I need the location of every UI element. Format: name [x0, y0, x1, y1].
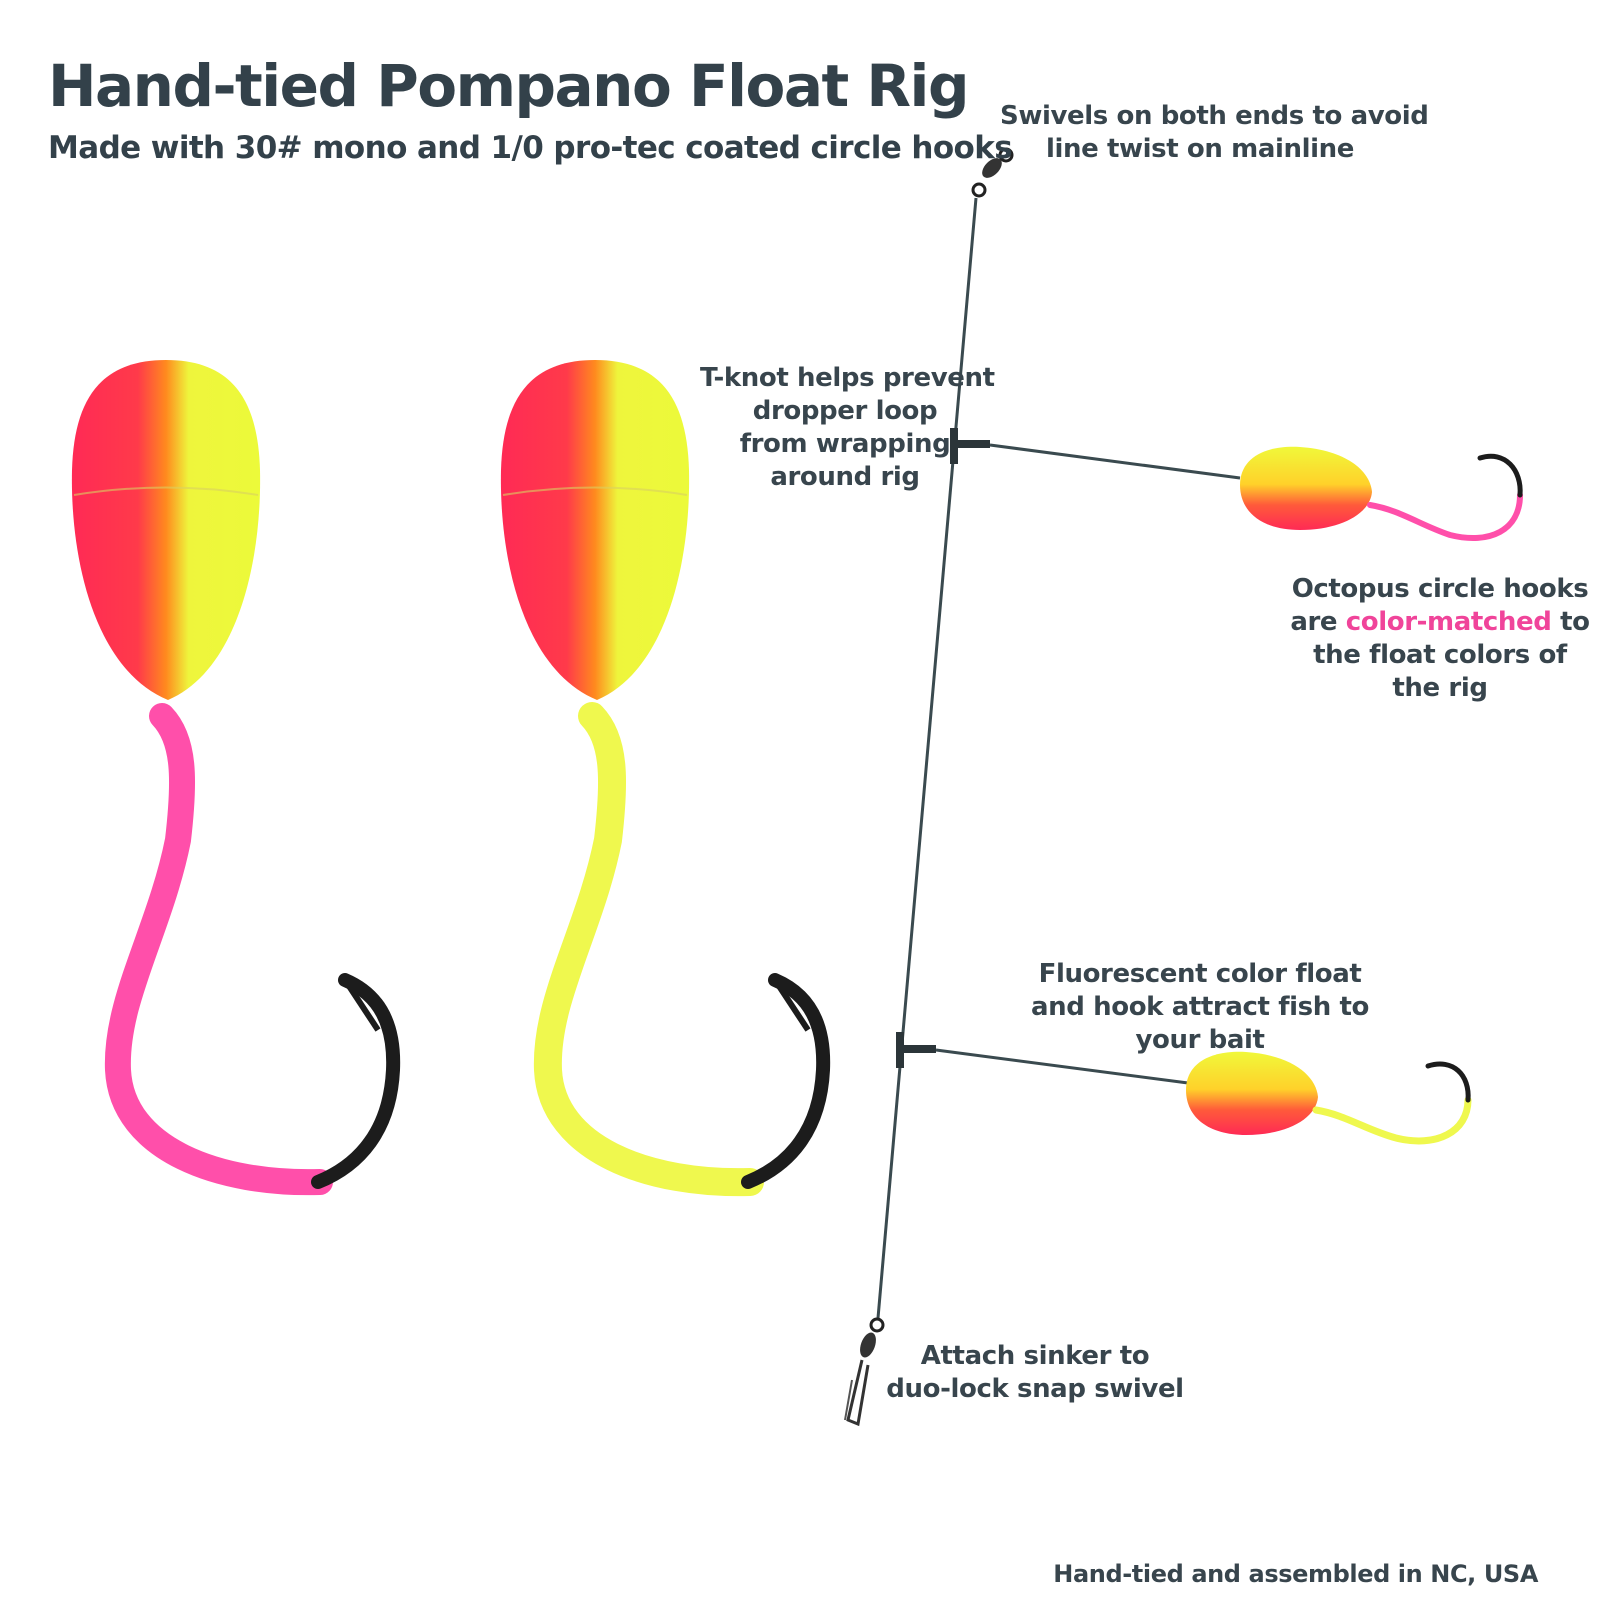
- callout-text: are: [1290, 607, 1346, 637]
- callout-line: T-knot helps prevent: [700, 363, 995, 393]
- t-knot-icon: [896, 1032, 936, 1068]
- hook-metal-yellow: [1425, 1061, 1471, 1103]
- callout-line: Attach sinker to: [920, 1341, 1150, 1371]
- callout-line: from wrapping: [739, 429, 951, 459]
- callout-text: to: [1551, 607, 1590, 637]
- fluorescent-callout: Fluorescent color float and hook attract…: [1030, 958, 1370, 1057]
- callout-line: Swivels on both ends to avoid: [1000, 101, 1429, 131]
- hook-metal-pink: [311, 973, 401, 1189]
- callout-line: dropper loop: [752, 396, 938, 426]
- mainline-segment: [876, 197, 978, 1319]
- hook-coating-pink: [1367, 492, 1523, 542]
- small-float-pink-rig: [1240, 446, 1523, 542]
- callout-line: are color-matched to: [1290, 606, 1590, 639]
- footer-note: Hand-tied and assembled in NC, USA: [1053, 1560, 1538, 1588]
- small-float-yellow-rig: [1186, 1051, 1472, 1145]
- hook-barb: [772, 978, 811, 1032]
- page-title: Hand-tied Pompano Float Rig: [48, 52, 969, 120]
- callout-line: and hook attract fish to: [1031, 992, 1369, 1022]
- float-body: [500, 360, 690, 700]
- hook-coating-yellow: [533, 702, 764, 1197]
- barrel-swivel-icon: [971, 147, 1014, 198]
- callout-line: your bait: [1135, 1025, 1265, 1055]
- float-body: [1240, 446, 1372, 530]
- float-seam: [502, 486, 688, 496]
- callout-line: around rig: [770, 462, 920, 492]
- float-body: [71, 360, 261, 700]
- octopus-callout: Octopus circle hooks are color-matched t…: [1290, 573, 1590, 705]
- hook-metal-pink: [1477, 453, 1523, 498]
- large-float-pink-hook: [71, 360, 401, 1196]
- callout-line: line twist on mainline: [1046, 134, 1354, 164]
- large-float-yellow-hook: [500, 360, 831, 1197]
- callout-line: Octopus circle hooks: [1291, 574, 1589, 604]
- swivels-callout: Swivels on both ends to avoid line twist…: [1000, 100, 1429, 166]
- mainline: [844, 147, 1241, 1427]
- snap-swivel-icon: [844, 1317, 885, 1427]
- dropper-line-upper: [989, 443, 1241, 480]
- callout-line: duo-lock snap swivel: [886, 1374, 1184, 1404]
- callout-line: the float colors of: [1313, 640, 1567, 670]
- hook-metal-yellow: [741, 973, 831, 1189]
- float-body: [1186, 1051, 1318, 1135]
- color-matched-highlight: color-matched: [1345, 607, 1552, 637]
- callout-line: the rig: [1392, 673, 1488, 703]
- hook-coating-pink: [104, 703, 333, 1196]
- t-knot-icon: [950, 428, 990, 464]
- page-subtitle: Made with 30# mono and 1/0 pro-tec coate…: [48, 130, 1013, 166]
- callout-line: Fluorescent color float: [1038, 959, 1362, 989]
- tknot-callout: T-knot helps prevent dropper loop from w…: [700, 362, 995, 494]
- sinker-callout: Attach sinker to duo-lock snap swivel: [885, 1340, 1185, 1406]
- hook-barb: [342, 978, 381, 1032]
- dropper-line-lower: [935, 1048, 1189, 1085]
- hook-coating-yellow: [1312, 1096, 1472, 1145]
- float-seam: [73, 486, 259, 496]
